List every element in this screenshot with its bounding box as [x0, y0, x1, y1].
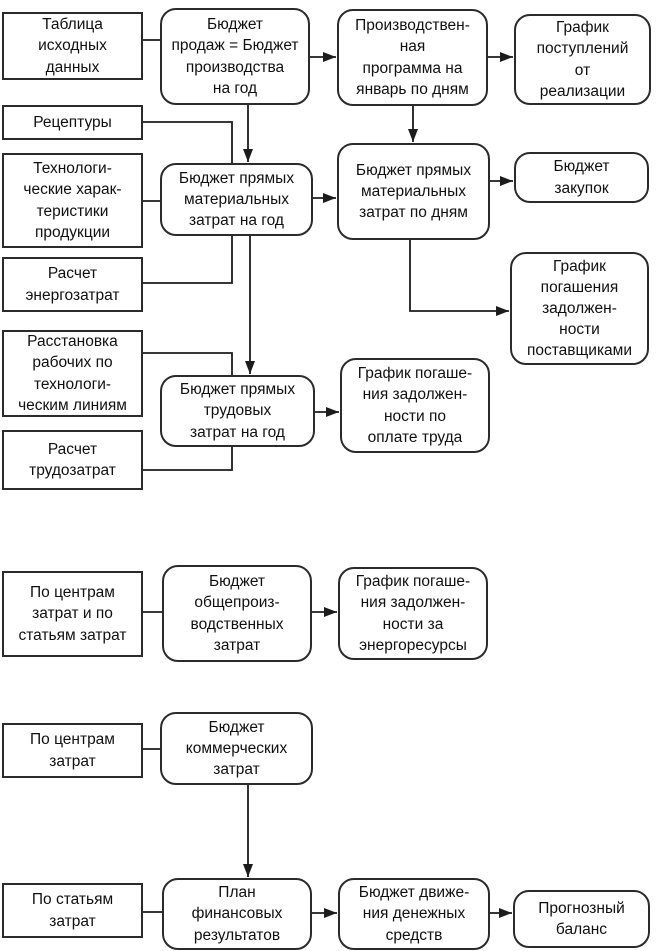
edge-energy-calc-to-material-year: [143, 236, 233, 284]
node-energy-debt-schedule: График погаше- ния задолжен- ности за эн…: [338, 567, 488, 660]
node-cash-flow-budget: Бюджет движе- ния денежных средств: [338, 878, 490, 950]
node-receipts-schedule: График поступлений от реализации: [514, 14, 651, 105]
node-production-program: Производствен- ная программа на январь п…: [337, 9, 488, 106]
node-sales-budget: Бюджет продаж = Бюджет производства на г…: [160, 8, 310, 105]
node-recipes: Рецептуры: [2, 105, 143, 140]
edge-labor-calc-to-labor-year: [143, 447, 233, 471]
node-labor-debt-schedule: График погаше- ния задолжен- ности по оп…: [340, 358, 490, 453]
node-overhead-budget: Бюджет общепроиз- водственных затрат: [162, 565, 312, 662]
node-tech-characteristics: Технологи- ческие харак- теристики проду…: [2, 153, 143, 248]
edge-placement-to-labor-year: [143, 352, 233, 375]
node-purchases-budget: Бюджет закупок: [514, 152, 649, 203]
node-labor-calc: Расчет трудозатрат: [2, 430, 143, 490]
node-workers-placement: Расстановка рабочих по технологи- ческим…: [2, 330, 143, 417]
node-by-cost-items: По статьям затрат: [2, 883, 143, 938]
node-energy-calc: Расчет энергозатрат: [2, 257, 143, 312]
node-financial-plan: План финансовых результатов: [162, 878, 312, 950]
node-commercial-budget: Бюджет коммерческих затрат: [160, 712, 313, 785]
node-direct-material-daily: Бюджет прямых материальных затрат по дня…: [337, 143, 490, 240]
node-source-data-table: Таблица исходных данных: [2, 12, 143, 80]
node-suppliers-debt-schedule: График погашения задолжен- ности поставщ…: [510, 252, 649, 365]
node-direct-labor-year: Бюджет прямых трудовых затрат на год: [160, 375, 315, 447]
edge-material-daily-to-suppliers-debt: [409, 240, 509, 316]
node-direct-material-year: Бюджет прямых материальных затрат на год: [160, 163, 313, 236]
node-by-cost-centers: По центрам затрат: [2, 723, 143, 778]
node-forecast-balance: Прогнозный баланс: [513, 890, 650, 948]
edge-recipes-to-material-year: [143, 121, 233, 163]
node-by-centers-and-items: По центрам затрат и по статьям затрат: [2, 571, 143, 657]
